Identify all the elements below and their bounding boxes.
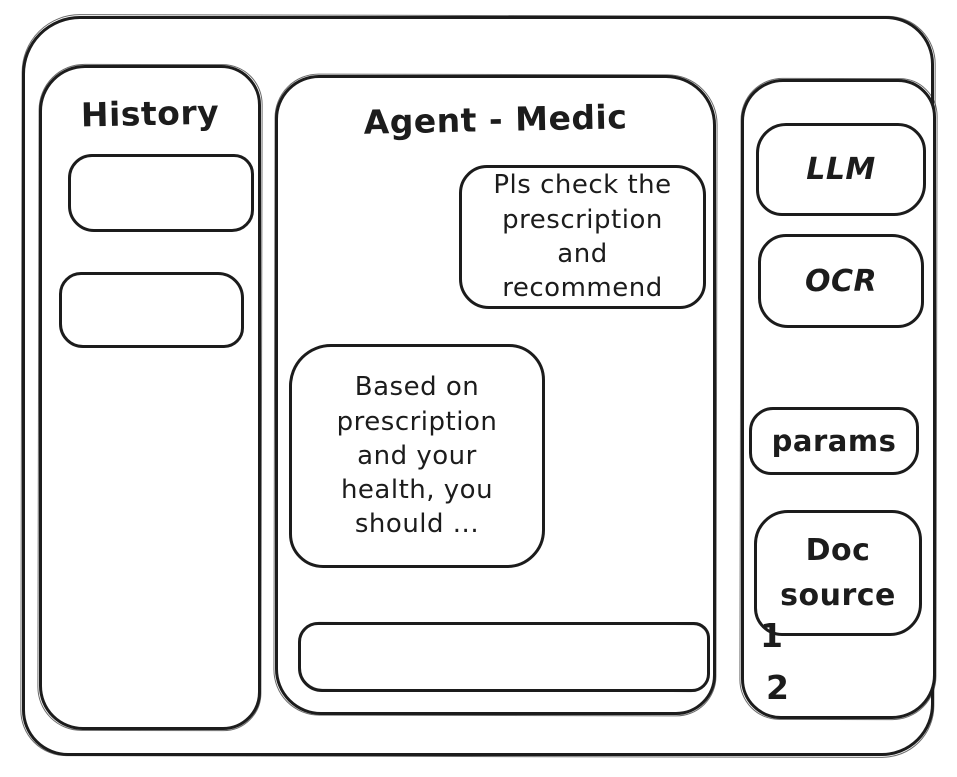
assistant-message-text: Based on prescription and your health, y…	[336, 372, 498, 540]
doc-source-button-label: Doc source	[780, 533, 896, 613]
llm-button[interactable]: LLM	[756, 123, 926, 216]
user-message-text: Pls check the prescription and recommend	[493, 170, 672, 304]
history-sidebar: History	[39, 65, 261, 730]
doc-source-item[interactable]: 1	[760, 616, 784, 655]
assistant-message-bubble: Based on prescription and your health, y…	[289, 344, 545, 568]
history-title: History	[80, 92, 220, 135]
history-item[interactable]	[68, 154, 254, 232]
doc-source-item[interactable]: 2	[766, 668, 790, 707]
user-message-bubble: Pls check the prescription and recommend	[459, 165, 706, 309]
llm-button-label: LLM	[806, 152, 876, 187]
chat-input[interactable]	[301, 625, 707, 689]
chat-input-box[interactable]	[298, 622, 710, 692]
params-button[interactable]: params	[749, 407, 919, 475]
params-button-label: params	[771, 424, 897, 458]
app-frame: History Agent - Medic Pls check the pres…	[22, 16, 936, 756]
ocr-button-label: OCR	[804, 263, 878, 299]
tools-sidebar: LLM OCR params Doc source 1 2	[741, 79, 936, 719]
chat-panel: Agent - Medic Pls check the prescription…	[275, 75, 716, 715]
chat-title: Agent - Medic	[363, 97, 628, 142]
ocr-button[interactable]: OCR	[758, 234, 924, 328]
history-item[interactable]	[59, 272, 244, 348]
doc-source-button[interactable]: Doc source	[754, 510, 922, 636]
